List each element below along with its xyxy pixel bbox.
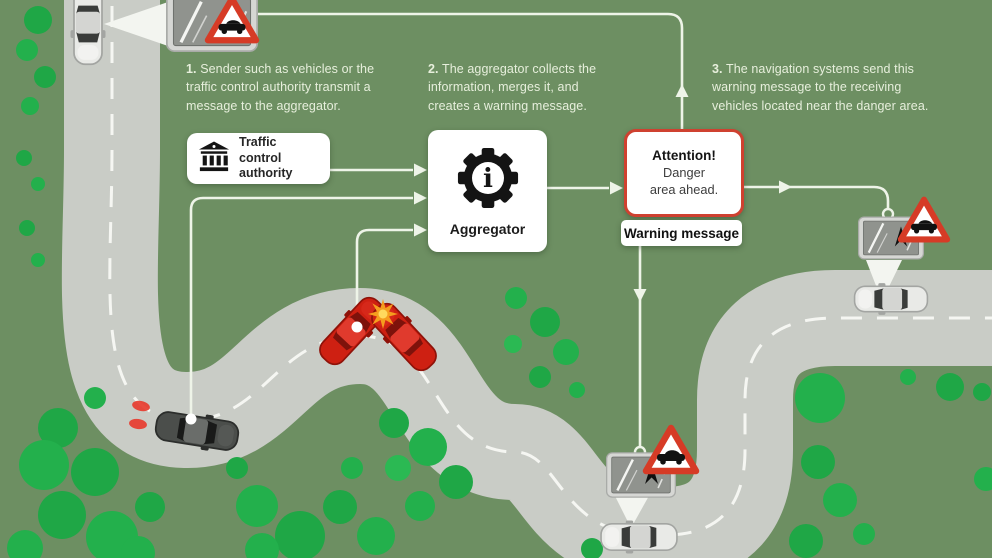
car-braking-dark (129, 400, 242, 456)
crash-scene (312, 290, 444, 378)
step-2-text: 2. The aggregator collects the informati… (428, 62, 597, 113)
gear-info-icon: i (456, 146, 520, 215)
line-car-to-aggregator (189, 196, 413, 416)
line-crash-to-aggregator (355, 228, 413, 323)
traffic-control-label: Traffic control authority (239, 135, 293, 181)
bank-icon (198, 140, 230, 177)
dot-dark-car (185, 413, 197, 425)
aggregator-label: Aggregator (449, 220, 526, 237)
car-receiver-right (853, 283, 929, 315)
attention-title: Attention! (652, 147, 716, 163)
attention-line-1: Danger (663, 164, 705, 180)
beam-topleft (104, 2, 168, 46)
car-receiver-bottom (600, 520, 678, 554)
callout-beams (104, 2, 902, 528)
step-3-text: 3. The navigation systems send this warn… (712, 62, 929, 113)
beam-bottom (614, 494, 650, 528)
info-letter: i (483, 163, 493, 194)
beam-right (866, 260, 902, 301)
line-warning-to-topleft-sign (257, 12, 684, 130)
line-warning-to-right-sign (743, 185, 890, 209)
flow-lines (189, 12, 890, 446)
crash-spark-core (378, 309, 388, 319)
attention-line-2: area ahead. (649, 181, 719, 197)
traffic-control-authority-node: Traffic control authority (187, 133, 330, 184)
step-1-text: 1. Sender such as vehicles or the traffi… (186, 62, 375, 113)
warning-message-caption: Warning message (621, 220, 742, 246)
aggregator-node: i Aggregator (428, 130, 547, 252)
trees (7, 6, 992, 558)
car-sender-topleft (70, 0, 106, 66)
vehicles (70, 0, 929, 554)
attention-message-node: Attention! Danger area ahead. (624, 129, 744, 217)
dot-crash (351, 321, 363, 333)
flow-arrowheads (414, 84, 792, 302)
